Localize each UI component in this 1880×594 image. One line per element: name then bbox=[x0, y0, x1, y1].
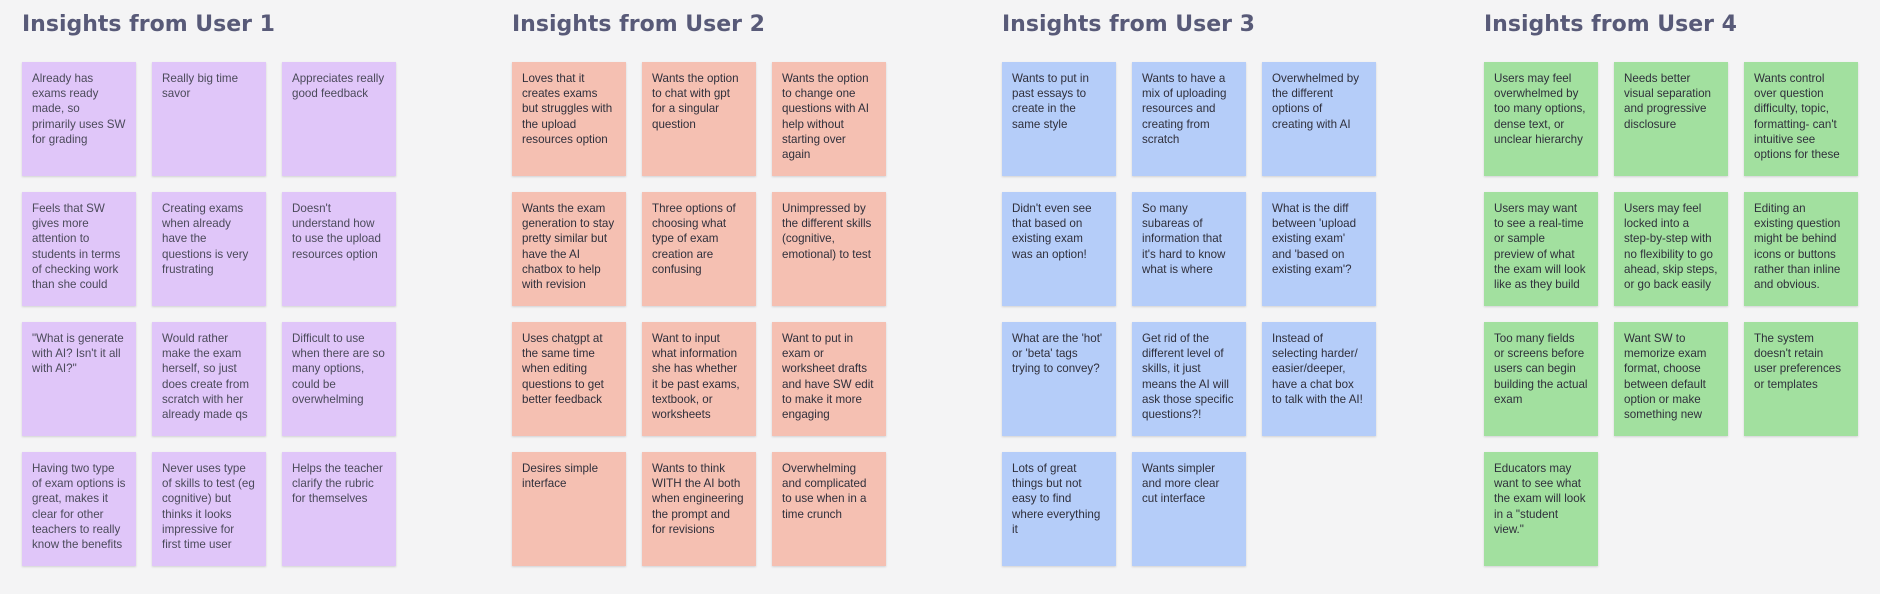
sticky-note[interactable]: Already has exams ready made, so primari… bbox=[22, 62, 136, 176]
sticky-note[interactable]: Users may want to see a real-time or sam… bbox=[1484, 192, 1598, 306]
sticky-note[interactable]: Overwhelmed by the different options of … bbox=[1262, 62, 1376, 176]
sticky-note[interactable]: Wants to put in past essays to create in… bbox=[1002, 62, 1116, 176]
sticky-note[interactable]: Wants control over question difficulty, … bbox=[1744, 62, 1858, 176]
sticky-note[interactable]: Really big time savor bbox=[152, 62, 266, 176]
sticky-note[interactable]: Never uses type of skills to test (eg co… bbox=[152, 452, 266, 566]
sticky-note[interactable]: Too many fields or screens before users … bbox=[1484, 322, 1598, 436]
group-title: Insights from User 2 bbox=[512, 12, 765, 37]
sticky-note[interactable]: Users may feel locked into a step-by-ste… bbox=[1614, 192, 1728, 306]
sticky-note-grid: Users may feel overwhelmed by too many o… bbox=[1484, 62, 1858, 566]
sticky-note[interactable]: So many subareas of information that it'… bbox=[1132, 192, 1246, 306]
sticky-note[interactable]: Wants the exam generation to stay pretty… bbox=[512, 192, 626, 306]
sticky-note[interactable]: Three options of choosing what type of e… bbox=[642, 192, 756, 306]
sticky-note-grid: Already has exams ready made, so primari… bbox=[22, 62, 396, 566]
empty-note-slot bbox=[1614, 452, 1728, 566]
sticky-note-grid: Wants to put in past essays to create in… bbox=[1002, 62, 1376, 566]
sticky-note[interactable]: Having two type of exam options is great… bbox=[22, 452, 136, 566]
sticky-note[interactable]: Wants simpler and more clear cut interfa… bbox=[1132, 452, 1246, 566]
empty-note-slot bbox=[1262, 452, 1376, 566]
sticky-note[interactable]: Educators may want to see what the exam … bbox=[1484, 452, 1598, 566]
sticky-note[interactable]: Wants to have a mix of uploading resourc… bbox=[1132, 62, 1246, 176]
sticky-note[interactable]: Appreciates really good feedback bbox=[282, 62, 396, 176]
sticky-note[interactable]: Uses chatgpt at the same time when editi… bbox=[512, 322, 626, 436]
sticky-note[interactable]: Want to put in exam or worksheet drafts … bbox=[772, 322, 886, 436]
sticky-note[interactable]: Users may feel overwhelmed by too many o… bbox=[1484, 62, 1598, 176]
sticky-note[interactable]: Wants to think WITH the AI both when eng… bbox=[642, 452, 756, 566]
sticky-note-grid: Loves that it creates exams but struggle… bbox=[512, 62, 886, 566]
sticky-note[interactable]: Helps the teacher clarify the rubric for… bbox=[282, 452, 396, 566]
sticky-note[interactable]: Didn't even see that based on existing e… bbox=[1002, 192, 1116, 306]
sticky-note[interactable]: Difficult to use when there are so many … bbox=[282, 322, 396, 436]
sticky-note[interactable]: Wants the option to chat with gpt for a … bbox=[642, 62, 756, 176]
sticky-note[interactable]: Lots of great things but not easy to fin… bbox=[1002, 452, 1116, 566]
sticky-note[interactable]: Overwhelming and complicated to use when… bbox=[772, 452, 886, 566]
sticky-note[interactable]: "What is generate with AI? Isn't it all … bbox=[22, 322, 136, 436]
sticky-note[interactable]: Get rid of the different level of skills… bbox=[1132, 322, 1246, 436]
group-title: Insights from User 4 bbox=[1484, 12, 1737, 37]
group-title: Insights from User 1 bbox=[22, 12, 275, 37]
sticky-note[interactable]: Desires simple interface bbox=[512, 452, 626, 566]
sticky-note[interactable]: Needs better visual separation and progr… bbox=[1614, 62, 1728, 176]
sticky-note[interactable]: Unimpressed by the different skills (cog… bbox=[772, 192, 886, 306]
sticky-note[interactable]: Doesn't understand how to use the upload… bbox=[282, 192, 396, 306]
sticky-note[interactable]: Loves that it creates exams but struggle… bbox=[512, 62, 626, 176]
group-title: Insights from User 3 bbox=[1002, 12, 1255, 37]
sticky-note[interactable]: The system doesn't retain user preferenc… bbox=[1744, 322, 1858, 436]
empty-note-slot bbox=[1744, 452, 1858, 566]
sticky-note[interactable]: What are the 'hot' or 'beta' tags trying… bbox=[1002, 322, 1116, 436]
sticky-note[interactable]: What is the diff between 'upload existin… bbox=[1262, 192, 1376, 306]
sticky-note[interactable]: Editing an existing question might be be… bbox=[1744, 192, 1858, 306]
sticky-note[interactable]: Wants the option to change one questions… bbox=[772, 62, 886, 176]
sticky-note[interactable]: Would rather make the exam herself, so j… bbox=[152, 322, 266, 436]
sticky-note[interactable]: Want to input what information she has w… bbox=[642, 322, 756, 436]
sticky-note[interactable]: Want SW to memorize exam format, choose … bbox=[1614, 322, 1728, 436]
sticky-note[interactable]: Instead of selecting harder/ easier/deep… bbox=[1262, 322, 1376, 436]
sticky-note[interactable]: Feels that SW gives more attention to st… bbox=[22, 192, 136, 306]
sticky-note[interactable]: Creating exams when already have the que… bbox=[152, 192, 266, 306]
